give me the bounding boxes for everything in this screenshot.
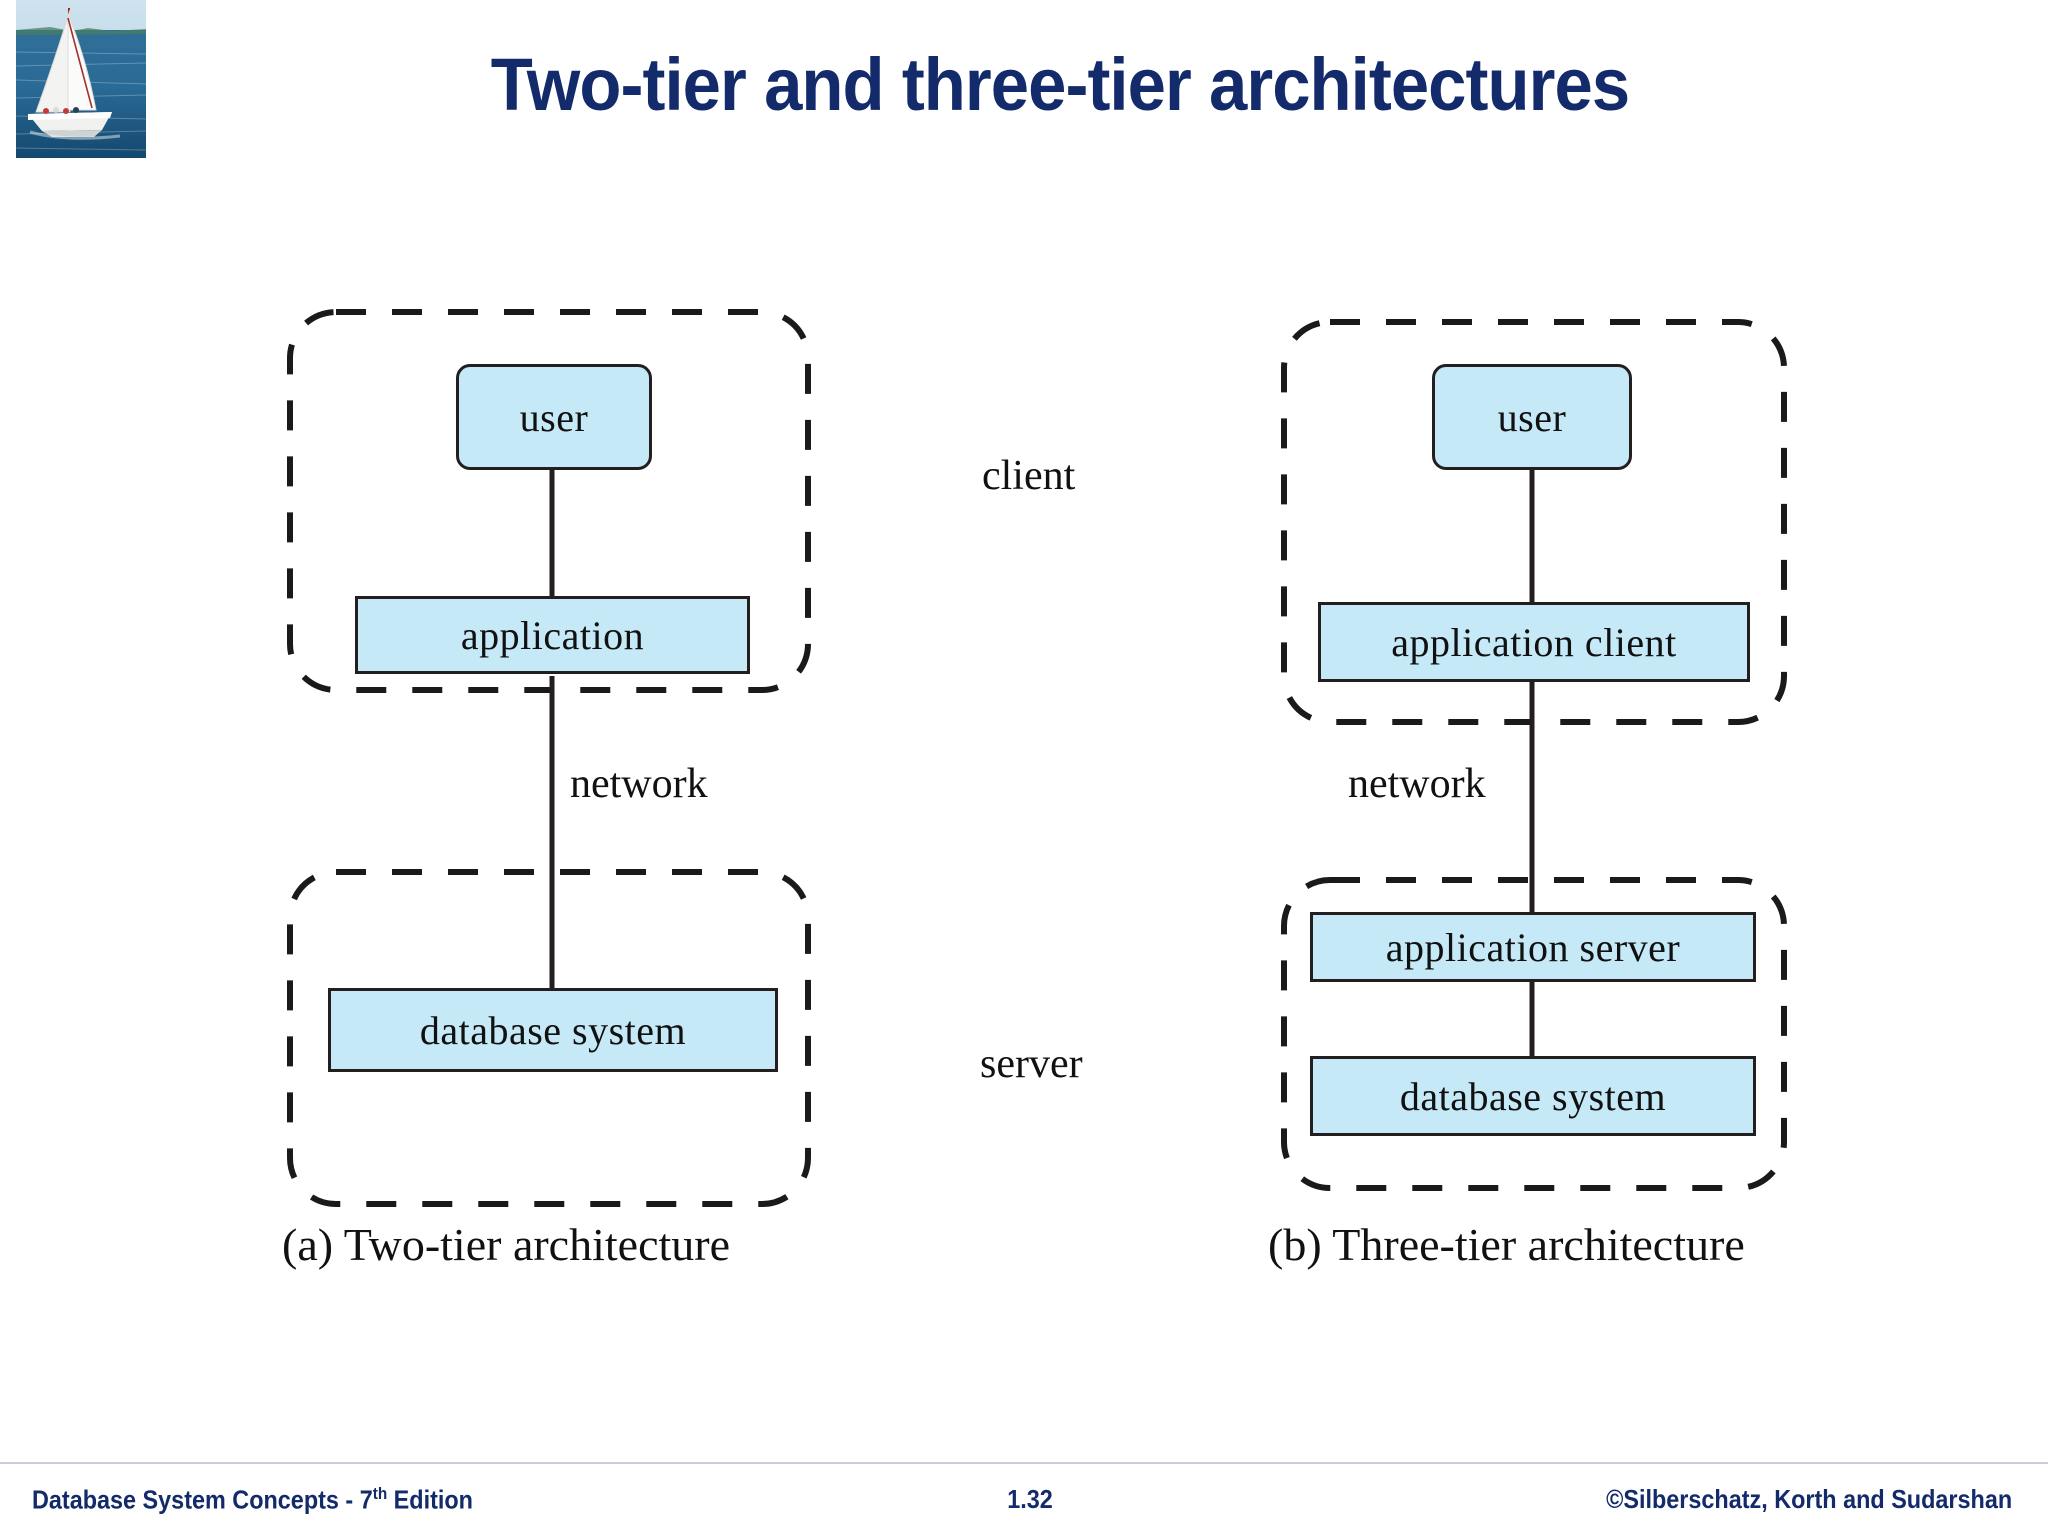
sailboat-logo (16, 0, 146, 158)
page-title: Two-tier and three-tier architectures (490, 43, 1630, 126)
footer-edition-text-1: Database System Concepts - 7 (32, 1484, 373, 1515)
two-tier-node-database-system: database system (328, 988, 778, 1072)
two-tier-network-label: network (570, 761, 708, 807)
footer-divider (0, 1462, 2048, 1464)
footer-copyright: ©Silberschatz, Korth and Sudarshan (1605, 1484, 2012, 1514)
two-tier-node-user: user (456, 364, 652, 470)
tier-label-server: server (980, 1041, 1083, 1087)
tier-label-client: client (982, 453, 1076, 499)
three-tier-network-label: network (1348, 761, 1486, 807)
footer-edition: Database System Concepts - 7th Edition (32, 1484, 473, 1516)
three-tier-node-database-system: database system (1310, 1056, 1756, 1136)
three-tier-node-application-server: application server (1310, 912, 1756, 982)
three-tier-caption: (b) Three-tier architecture (1268, 1219, 1745, 1270)
two-tier-caption: (a) Two-tier architecture (282, 1219, 731, 1270)
footer-edition-ordinal: th (372, 1484, 388, 1503)
slide-footer: Database System Concepts - 7th Edition 1… (0, 1462, 2048, 1536)
footer-page-number: 1.32 (1007, 1484, 1053, 1514)
two-tier-node-application: application (355, 596, 750, 674)
three-tier-node-application-client: application client (1318, 602, 1750, 682)
three-tier-node-user: user (1432, 364, 1632, 470)
footer-edition-text-2: Edition (387, 1484, 473, 1515)
